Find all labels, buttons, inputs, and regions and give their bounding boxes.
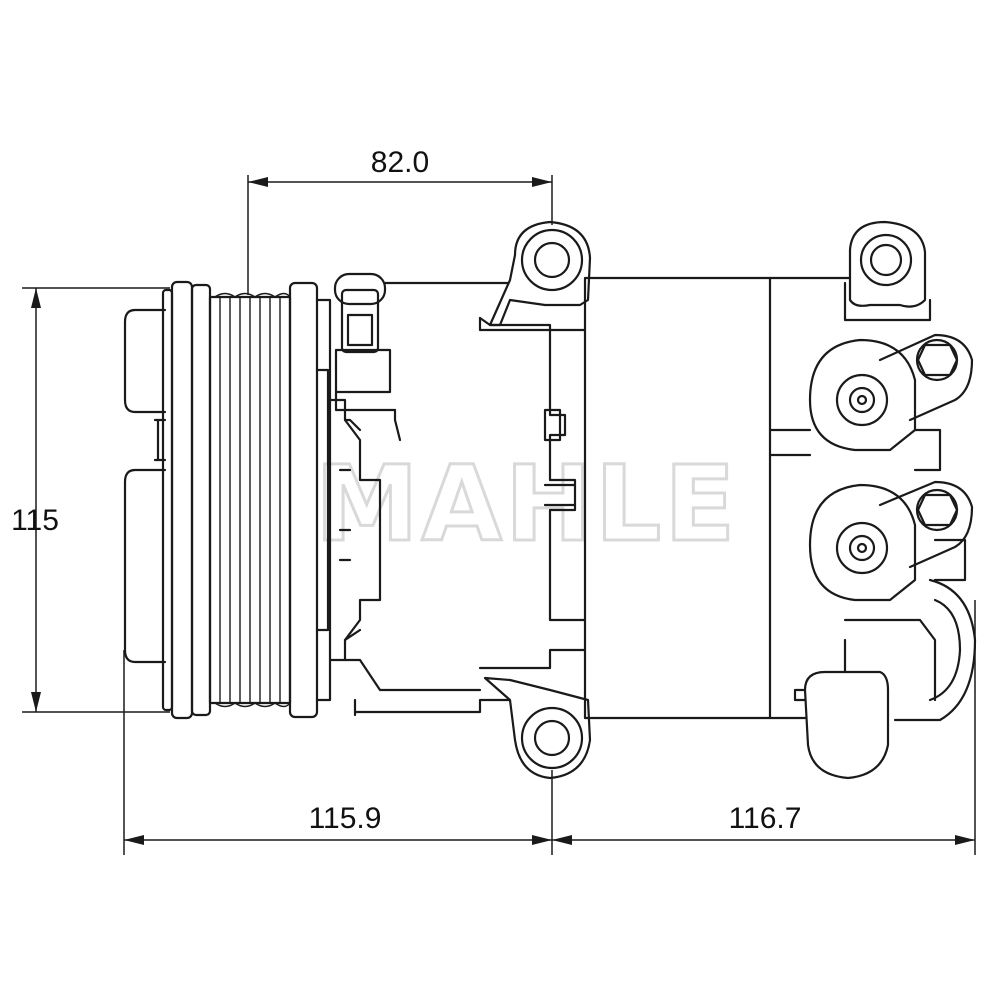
dimension-left-length-label: 115.9 bbox=[309, 802, 382, 835]
dimension-height bbox=[22, 287, 170, 713]
rear-head bbox=[793, 220, 977, 780]
pulley-assembly bbox=[123, 280, 332, 720]
dimension-right-length-label: 116.7 bbox=[729, 802, 802, 835]
dimension-height-label: 115 bbox=[11, 504, 59, 537]
lower-mount-ear bbox=[478, 648, 592, 780]
dimension-bottom bbox=[123, 600, 976, 855]
middle-body bbox=[543, 276, 852, 720]
dimension-top bbox=[247, 175, 553, 295]
dimension-top-label: 82.0 bbox=[371, 146, 429, 179]
mahle-watermark: MAHLE bbox=[315, 443, 738, 565]
upper-mount-ear bbox=[478, 220, 592, 332]
